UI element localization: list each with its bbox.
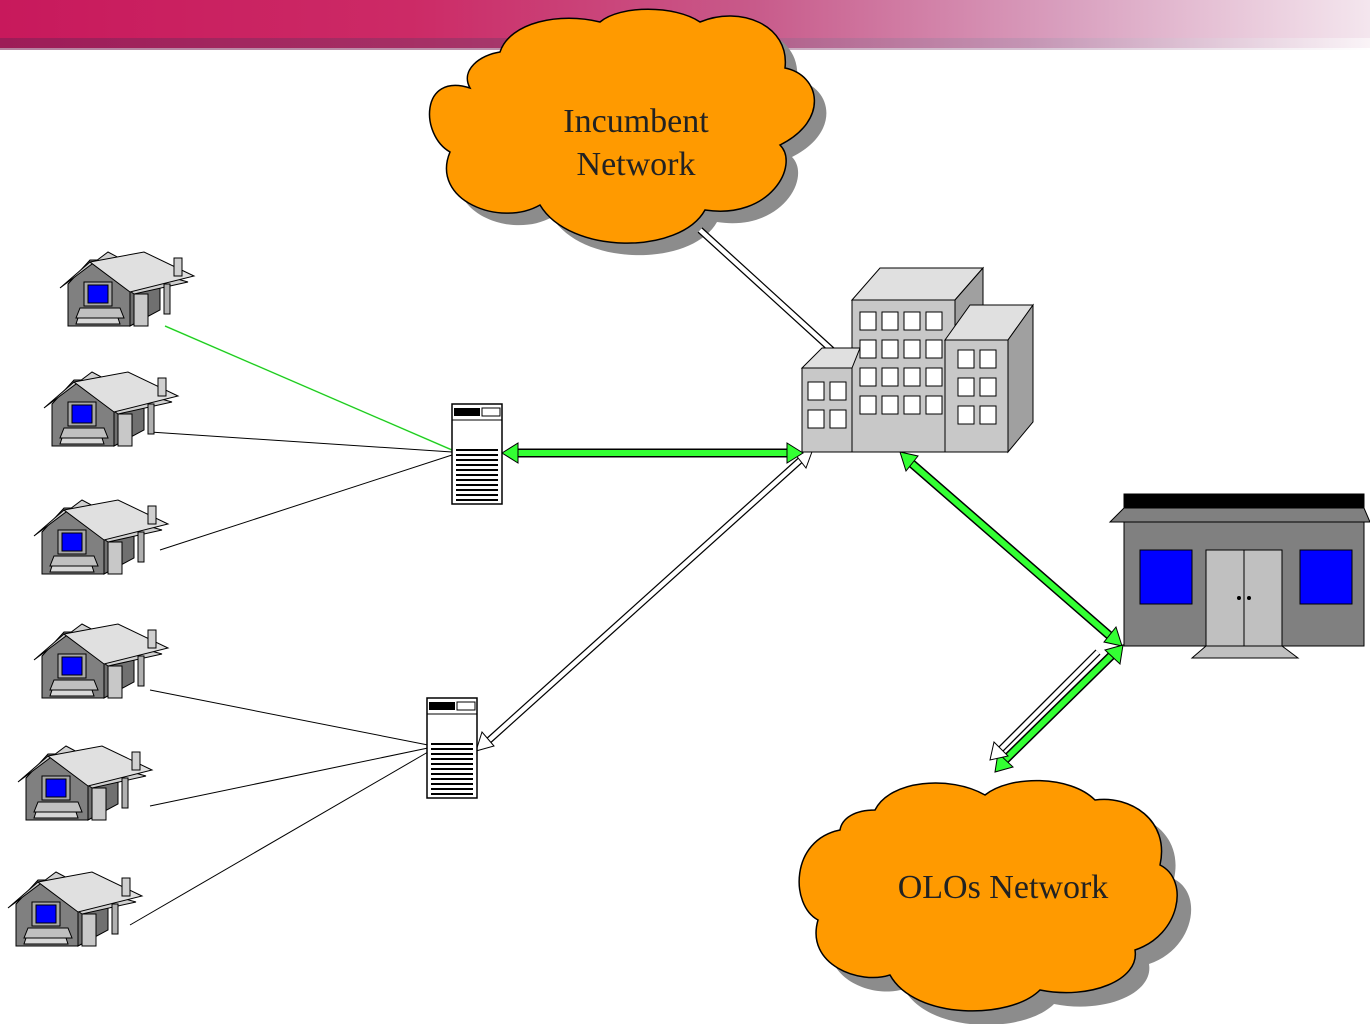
server-icon — [451, 403, 503, 505]
office-exchange-green-link — [899, 451, 1123, 647]
exchange-olo-white-arrow — [989, 649, 1101, 761]
incumbent-network-cloud: Incumbent Network — [428, 8, 827, 256]
server-office-green-link — [501, 442, 804, 464]
olos-network-cloud: OLOs Network — [798, 779, 1192, 1024]
incumbent-cloud-label-line1: Incumbent — [563, 103, 709, 140]
house-icon — [33, 623, 169, 699]
cloud-icon — [798, 779, 1178, 1012]
house-icon — [17, 745, 153, 821]
server-to-office-arrow — [475, 448, 814, 752]
house-icon — [43, 371, 179, 447]
house-icon — [59, 251, 195, 327]
house-icon — [33, 499, 169, 575]
incumbent-cloud-label-line2: Network — [577, 146, 696, 183]
exchange-building-icon — [1108, 493, 1370, 659]
office-building-icon — [800, 266, 1034, 454]
access-lines — [129, 431, 453, 926]
olo-cloud-label: OLOs Network — [898, 869, 1109, 906]
cloud-icon — [428, 8, 816, 244]
exchange-olo-green-link — [994, 644, 1124, 773]
house-icon — [7, 871, 143, 947]
server-icon — [426, 697, 478, 799]
